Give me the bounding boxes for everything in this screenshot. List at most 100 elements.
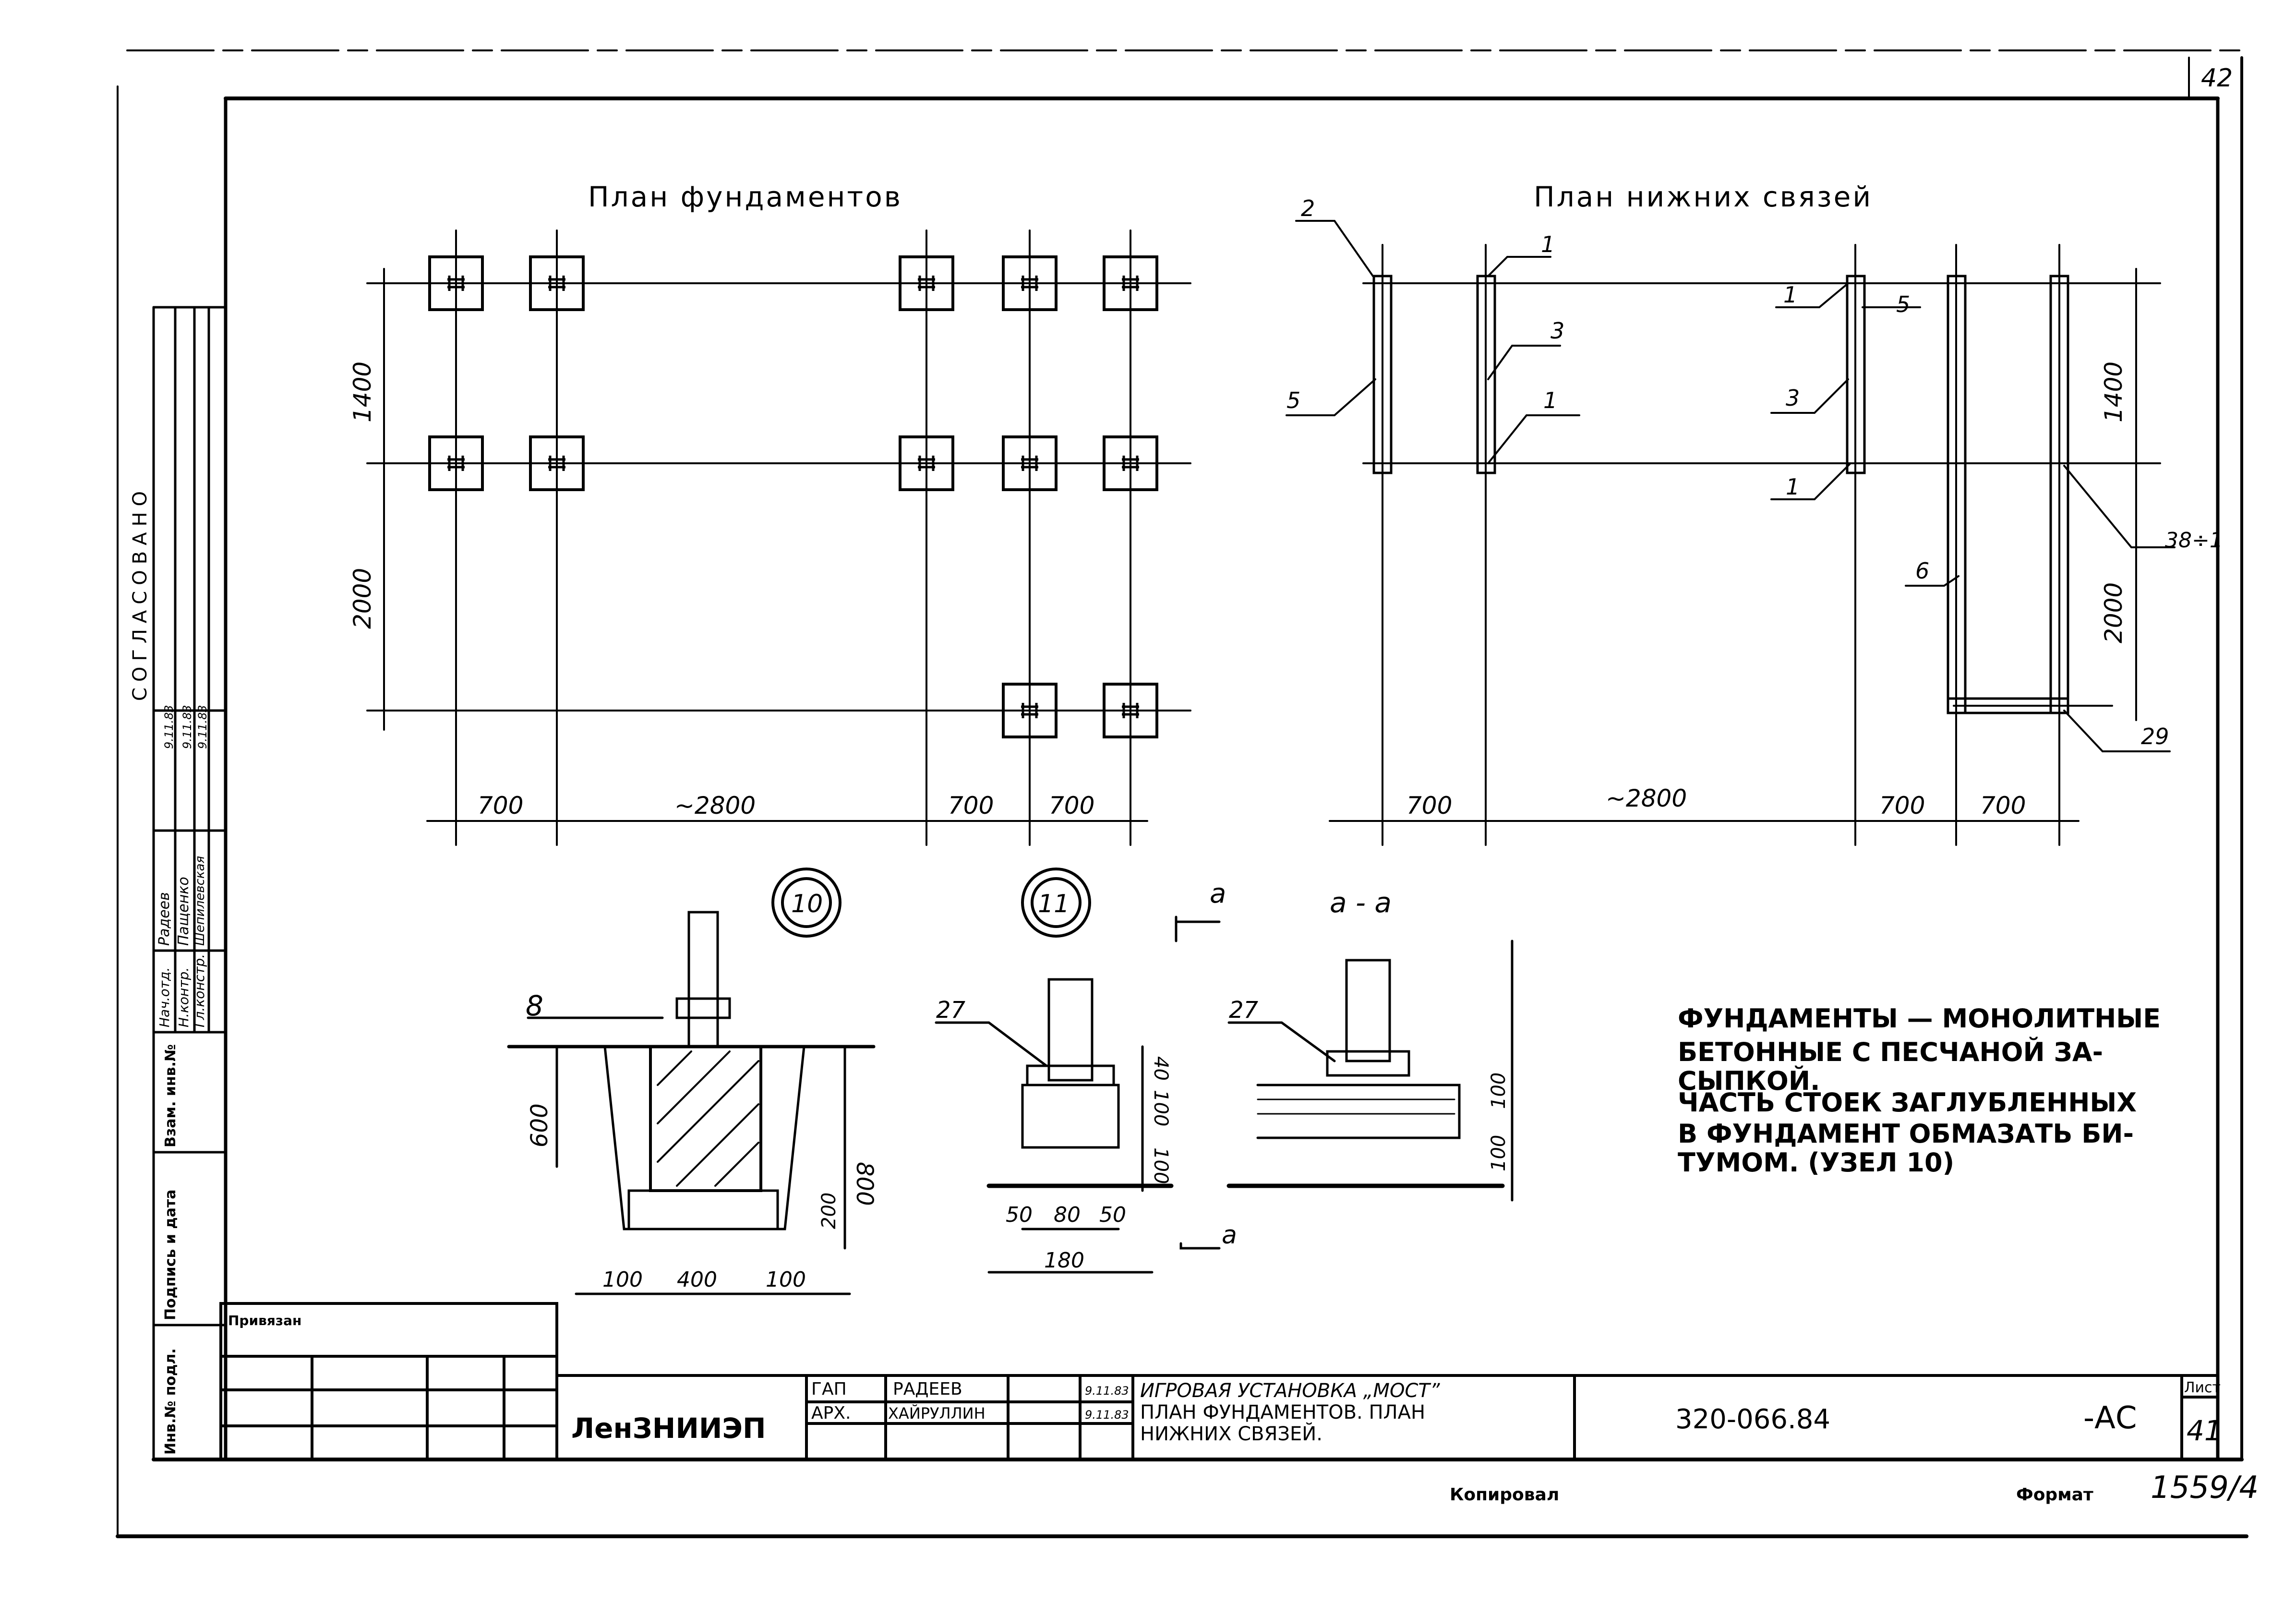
- format-label: Формат: [2016, 1485, 2093, 1505]
- inv-orig-label: Инв.№ подл.: [162, 1348, 179, 1455]
- foundation-pad: [428, 255, 484, 311]
- tb-sheet-number: 41: [2187, 1414, 2222, 1447]
- section-title: а - а: [1330, 886, 1392, 919]
- role-3: Гл.констр.: [192, 954, 207, 1027]
- callout-1d: 1: [1786, 474, 1800, 500]
- note-line-4: ЧАСТЬ СТОЕК ЗАГЛУБЛЕННЫХ: [1678, 1087, 2137, 1118]
- post-mark: [1021, 456, 1038, 471]
- note-line-5: В ФУНДАМЕНТ ОБМАЗАТЬ БИ-: [1678, 1119, 2134, 1149]
- tb-role-2: АРХ.: [811, 1403, 851, 1423]
- pf-dim-bottom-1: 700: [478, 792, 523, 820]
- foundation-pad: [1103, 435, 1158, 491]
- tb-date-2: 9.11.83: [1085, 1408, 1129, 1422]
- post-mark: [548, 456, 565, 471]
- section-mark-bottom: а: [1222, 1221, 1237, 1250]
- callout-5b: 5: [1896, 291, 1910, 317]
- tb-desc-3: НИЖНИХ СВЯЗЕЙ.: [1140, 1422, 1322, 1445]
- d-100b: 100: [766, 1267, 806, 1292]
- date-3: 9.11.83: [196, 705, 209, 749]
- post-mark: [918, 456, 935, 471]
- n11-40: 40: [1150, 1056, 1172, 1081]
- callout-3a: 3: [1551, 318, 1564, 344]
- plan-ties-title: План нижних связей: [1534, 181, 1873, 213]
- foundation-pad: [899, 255, 954, 311]
- archive-number: 1559/4: [2151, 1470, 2259, 1506]
- post-mark: [447, 276, 465, 291]
- copied-label: Копировал: [1450, 1485, 1559, 1505]
- aa-100a: 100: [1488, 1073, 1510, 1109]
- bound-label: Привязан: [228, 1313, 301, 1328]
- foundation-pad: [1002, 255, 1058, 311]
- n11-50b: 50: [1099, 1203, 1126, 1227]
- tb-date-1: 9.11.83: [1085, 1384, 1129, 1398]
- foundation-pad: [899, 435, 954, 491]
- pt-dim-bottom-1: 700: [1406, 792, 1452, 820]
- node-10-drawing: [507, 911, 876, 1295]
- node-11-circle: [1021, 868, 1091, 938]
- post-mark: [1021, 276, 1038, 291]
- section-aa-drawing: [1175, 916, 1514, 1202]
- node-10-number: 10: [791, 890, 823, 918]
- foundation-pad: [1103, 255, 1158, 311]
- pt-dim-bottom-3: 700: [1879, 792, 1925, 820]
- date-2: 9.11.83: [180, 705, 194, 749]
- agreed-label: СОГЛАСОВАНО: [129, 485, 151, 701]
- pf-dim-bottom-3: 700: [948, 792, 994, 820]
- mark-8: 8: [526, 989, 543, 1022]
- node-10-circle: [771, 868, 841, 938]
- n11-80: 80: [1054, 1203, 1081, 1227]
- pt-dim-bottom-4: 700: [1980, 792, 2026, 820]
- foundation-pad: [1002, 683, 1058, 738]
- node-11-number: 11: [1038, 890, 1070, 918]
- tb-desc-1: ИГРОВАЯ УСТАНОВКА „МОСТ”: [1140, 1380, 1440, 1402]
- d-100a: 100: [602, 1267, 643, 1292]
- pf-dim-bottom-2: ~2800: [674, 792, 756, 820]
- date-1: 9.11.83: [162, 705, 176, 749]
- callout-6: 6: [1915, 558, 1929, 584]
- org-name: ЛенЗНИИЭП: [571, 1412, 766, 1445]
- name-1: Радеев: [156, 892, 173, 946]
- plan-ties-grid: [1286, 220, 2176, 846]
- plan-foundations-grid: [366, 229, 1191, 846]
- pf-dim-2000: 2000: [349, 568, 376, 629]
- tb-name-1: РАДЕЕВ: [893, 1379, 962, 1399]
- callout-1a: 1: [1541, 231, 1555, 257]
- note-line-1: ФУНДАМЕНТЫ — МОНОЛИТНЫЕ: [1678, 1003, 2161, 1034]
- corner-number: 42: [2201, 64, 2233, 93]
- role-2: Н.контр.: [176, 967, 192, 1027]
- callout-1c: 1: [1783, 282, 1797, 308]
- role-1: Нач.отд.: [156, 967, 172, 1027]
- section-mark-top: а: [1210, 878, 1226, 909]
- callout-38: 38÷1: [2165, 528, 2223, 553]
- pt-dim-2000: 2000: [2100, 582, 2128, 643]
- post-mark: [1122, 703, 1139, 718]
- callout-2: 2: [1301, 195, 1315, 221]
- d-800: 800: [851, 1162, 878, 1206]
- foundation-pad: [1103, 683, 1158, 738]
- foundation-pad: [428, 435, 484, 491]
- note-line-2: БЕТОННЫЕ С ПЕСЧАНОЙ ЗА-: [1678, 1037, 2103, 1067]
- tb-sheet-label: Лист: [2184, 1379, 2221, 1396]
- n11-27: 27: [936, 997, 966, 1024]
- n11-100a: 100: [1150, 1090, 1172, 1126]
- d-600: 600: [526, 1103, 553, 1147]
- post-mark: [918, 276, 935, 291]
- post-mark: [1122, 456, 1139, 471]
- foundation-pad: [529, 435, 585, 491]
- pt-dim-bottom-2: ~2800: [1606, 784, 1687, 812]
- callout-3b: 3: [1786, 385, 1800, 411]
- tb-name-2: ХАЙРУЛЛИН: [888, 1404, 986, 1423]
- sign-date-label: Подпись и дата: [162, 1190, 179, 1320]
- pf-dim-1400: 1400: [349, 362, 376, 422]
- tb-mark: -АС: [2083, 1400, 2137, 1436]
- callout-1b: 1: [1543, 387, 1557, 413]
- tb-desc-2: ПЛАН ФУНДАМЕНТОВ. ПЛАН: [1140, 1401, 1425, 1423]
- post-mark: [1021, 703, 1038, 718]
- name-2: Пащенко: [175, 877, 192, 946]
- replaces-label: Взам. инв.№: [162, 1044, 179, 1147]
- name-3: Шепилевская: [193, 856, 207, 946]
- plan-foundations-title: План фундаментов: [588, 181, 902, 213]
- tb-code: 320-066.84: [1675, 1404, 1830, 1435]
- note-line-3: СЫПКОЙ.: [1678, 1066, 1820, 1096]
